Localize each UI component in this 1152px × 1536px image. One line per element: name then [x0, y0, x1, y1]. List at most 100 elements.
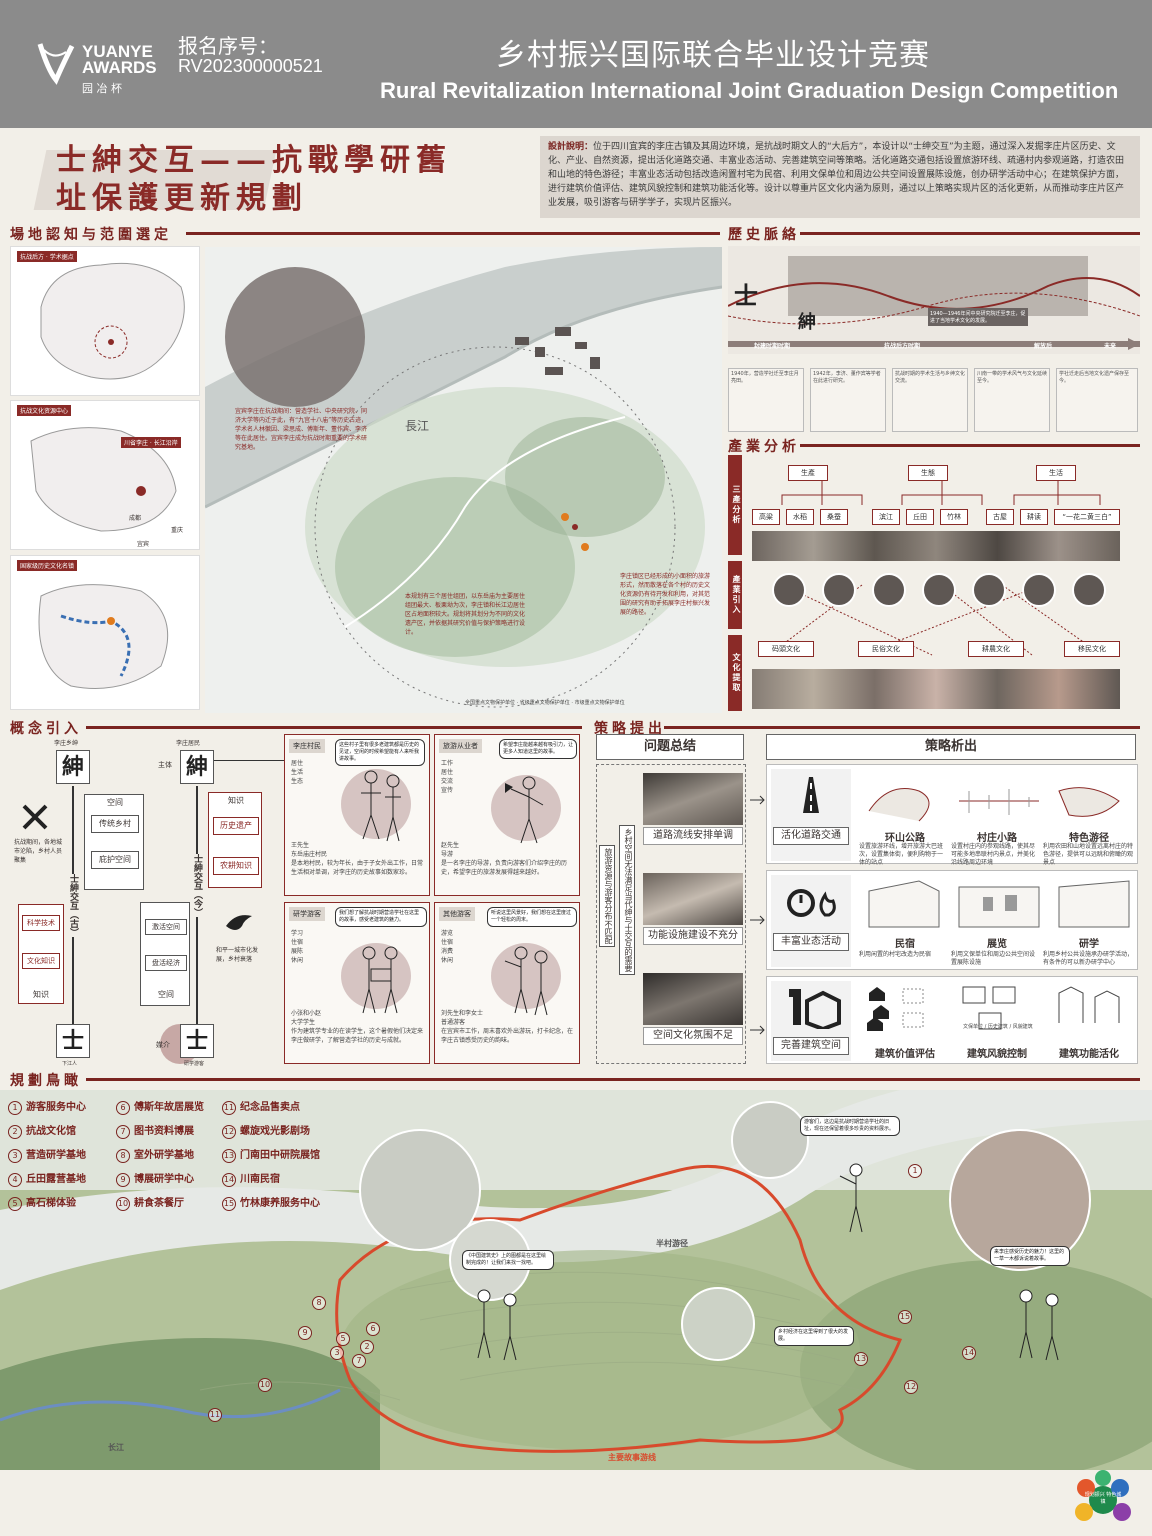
yibin-map: 国家级历史文化名镇	[10, 555, 200, 710]
speech-bubble: 《中国建筑史》上的图都是在这里绘制完成的！让我们来找一找吧。	[462, 1250, 554, 1270]
persona-item: 住宿	[441, 939, 454, 946]
problem-facility: 功能设施建设不充分	[643, 927, 743, 945]
timeline-wave	[728, 256, 1140, 350]
section-title-industry: 產業分析	[728, 439, 800, 455]
mini-label: 文保单位	[963, 1024, 984, 1030]
item: 耕读	[1020, 509, 1048, 525]
aerial-terrain	[0, 1090, 1152, 1470]
persona-items: 学习 住宿 展陈 休闲	[291, 929, 331, 965]
persona-item: 居住	[441, 769, 454, 776]
registration-label: 报名序号：	[178, 34, 278, 58]
site-note-clusters: 本规划有三个居住组团，以东岳庙为主要居住组团最大、板栗坳为次，李庄镇和长江边居住…	[405, 593, 526, 636]
strategy-derivation-header: 策略析出	[766, 734, 1136, 760]
persona-item: 交流	[441, 778, 454, 785]
trail-label: 半村游径	[656, 1238, 688, 1248]
space-frame-new: 激活空间 盘活经济 空间	[140, 902, 190, 1006]
industry-side-label: 產業引入	[728, 561, 742, 629]
note-ring-road: 设置旅游环线，增开旅游大巴班次，设置集体街，便利购物于一体的站点	[859, 843, 944, 866]
problem-photo	[643, 973, 743, 1025]
persona-item: 生活	[291, 769, 304, 776]
speech-bubble: 游客们，这边是抗战时期营造学社的旧址，现在还保留着很多珍贵的资料展示。	[800, 1116, 900, 1136]
map-tag: 川省李庄 · 长江沿岸	[121, 437, 181, 448]
note-homestay: 利用闲置的村宅改造为民宿	[859, 951, 932, 958]
history-card: 抗战时期的学术生活与乡绅文化交流。	[892, 368, 968, 432]
story-route-label: 主要故事游线	[608, 1452, 656, 1462]
space-label: 空间	[158, 990, 174, 999]
persona-figure-background	[491, 775, 561, 841]
strategy-main-roads: 活化道路交通	[773, 827, 849, 845]
knowledge-frame-new: 知识 历史遗产 农耕知识	[208, 792, 262, 888]
legend-national: 全国重点文物保护单位	[465, 700, 516, 706]
description-label: 設計說明：	[548, 142, 594, 152]
history-timeline: 士 紳 1940—1946年间中央研究院迁至李庄，促进了当地学术文化的发展。 封…	[728, 246, 1140, 354]
section-divider	[664, 726, 1140, 729]
persona-card-students: 研学游客 学习 住宿 展陈 休闲 我们想了解抗战时期营造学社在这里的故事，感受老…	[284, 902, 430, 1064]
section-title-history: 歷史脈絡	[728, 227, 800, 243]
persona-tag: 研学游客	[289, 907, 325, 921]
item: 竹林	[940, 509, 968, 525]
persona-item: 休闲	[291, 957, 304, 964]
building-cube-icon	[789, 989, 841, 1029]
river-label: 长江	[108, 1442, 124, 1452]
competition-title-en: Rural Revitalization International Joint…	[380, 78, 1119, 103]
heritage-box: 历史遗产	[213, 817, 259, 835]
item: 滨江	[872, 509, 900, 525]
note-village-path: 设置村庄内的参观线路，使其尽可能多地串联村内景点，并美化沿线路周边环境	[951, 843, 1036, 866]
building-mini-labels: 文保单位 / 历史建筑 / 风貌建筑	[963, 1024, 1033, 1030]
badge-flower-icon	[1075, 1470, 1131, 1521]
sub-feature-trail: 特色游径	[1069, 833, 1109, 844]
connector-line	[214, 760, 294, 761]
history-cards: 1940年，营造学社迁至李庄月亮田。 1942年，李济、董作宾等学者在此进行研究…	[728, 368, 1140, 434]
char-shen-old: 紳	[56, 750, 90, 784]
concept-top-label: 李庄乡绅	[54, 740, 79, 747]
plan-pin: 11	[208, 1408, 222, 1422]
period-label: 未来	[1104, 343, 1117, 350]
char-shen-new: 紳	[180, 750, 214, 784]
dove-icon	[226, 915, 252, 930]
design-description: 設計說明：位于四川宜宾的李庄古镇及其周边环境，是抗战时期文人的“大后方”，本设计…	[540, 136, 1140, 218]
persona-items: 工作 居住 交流 宣传	[441, 759, 481, 795]
persona-tag: 李庄村民	[289, 739, 325, 753]
sub-value-assessment: 建筑价值评估	[875, 1049, 935, 1060]
history-card: 学社迁走后当地文化遗产保存至今。	[1056, 368, 1138, 432]
sub-function-revival: 建筑功能活化	[1059, 1049, 1119, 1060]
space-need-label: 乡村空间无法满足当代绅与士交互的需要	[619, 825, 635, 975]
culture-farming: 耕農文化	[968, 641, 1024, 657]
plan-pin: 6	[366, 1322, 380, 1336]
persona-items: 居住 生活 生态	[291, 759, 331, 786]
persona-item: 宣传	[441, 787, 454, 794]
persona-grid: 李庄村民 居住 生活 生态 这些村子里有很多老建筑都是历史的见证，空闲的时候希望…	[284, 734, 580, 1064]
problem-photo	[643, 873, 743, 925]
activity-main-block: 丰富业态活动	[771, 875, 851, 967]
concept-note-old: 抗战期间，各地城市沦陷，乡村人员聚集	[14, 839, 63, 864]
item: 丘田	[906, 509, 934, 525]
persona-description: 作为建筑学专业的在读学生，这个暑假他们决定来李庄做研学，了解营造学社的历史与成就…	[291, 1028, 424, 1044]
site-aerial-map: 長江 宜宾李庄在抗战期间：营造学社、中央研究院、同济大学等内迁于此，有“九宫十八…	[205, 247, 722, 713]
item: 桑蚕	[820, 509, 848, 525]
space-frame-old: 空间 传统乡村 庇护空间	[84, 794, 144, 890]
persona-item: 生态	[291, 778, 304, 785]
space-label: 空间	[107, 798, 123, 807]
yuanye-logo: YUANYE AWARDS 园 冶 杯	[36, 40, 164, 104]
plan-pin: 9	[298, 1326, 312, 1340]
problem-route: 道路流线安排单调	[643, 827, 743, 845]
persona-item: 工作	[441, 760, 454, 767]
section-divider	[86, 1078, 1140, 1081]
section-divider	[186, 232, 720, 235]
sub-style-control: 建筑风貌控制	[967, 1049, 1027, 1060]
farming-knowledge-box: 农耕知识	[213, 857, 259, 875]
industry-side-label: 三產分析	[728, 455, 742, 555]
city-label: 重庆	[171, 527, 184, 534]
history-card: 1940年，营造学社迁至李庄月亮田。	[728, 368, 804, 432]
persona-name: 王先生 东岳庙庄村民	[291, 842, 328, 858]
city-label: 成都	[129, 515, 142, 522]
plan-pin: 10	[258, 1378, 272, 1392]
logo-name: YUANYE AWARDS	[82, 42, 157, 77]
